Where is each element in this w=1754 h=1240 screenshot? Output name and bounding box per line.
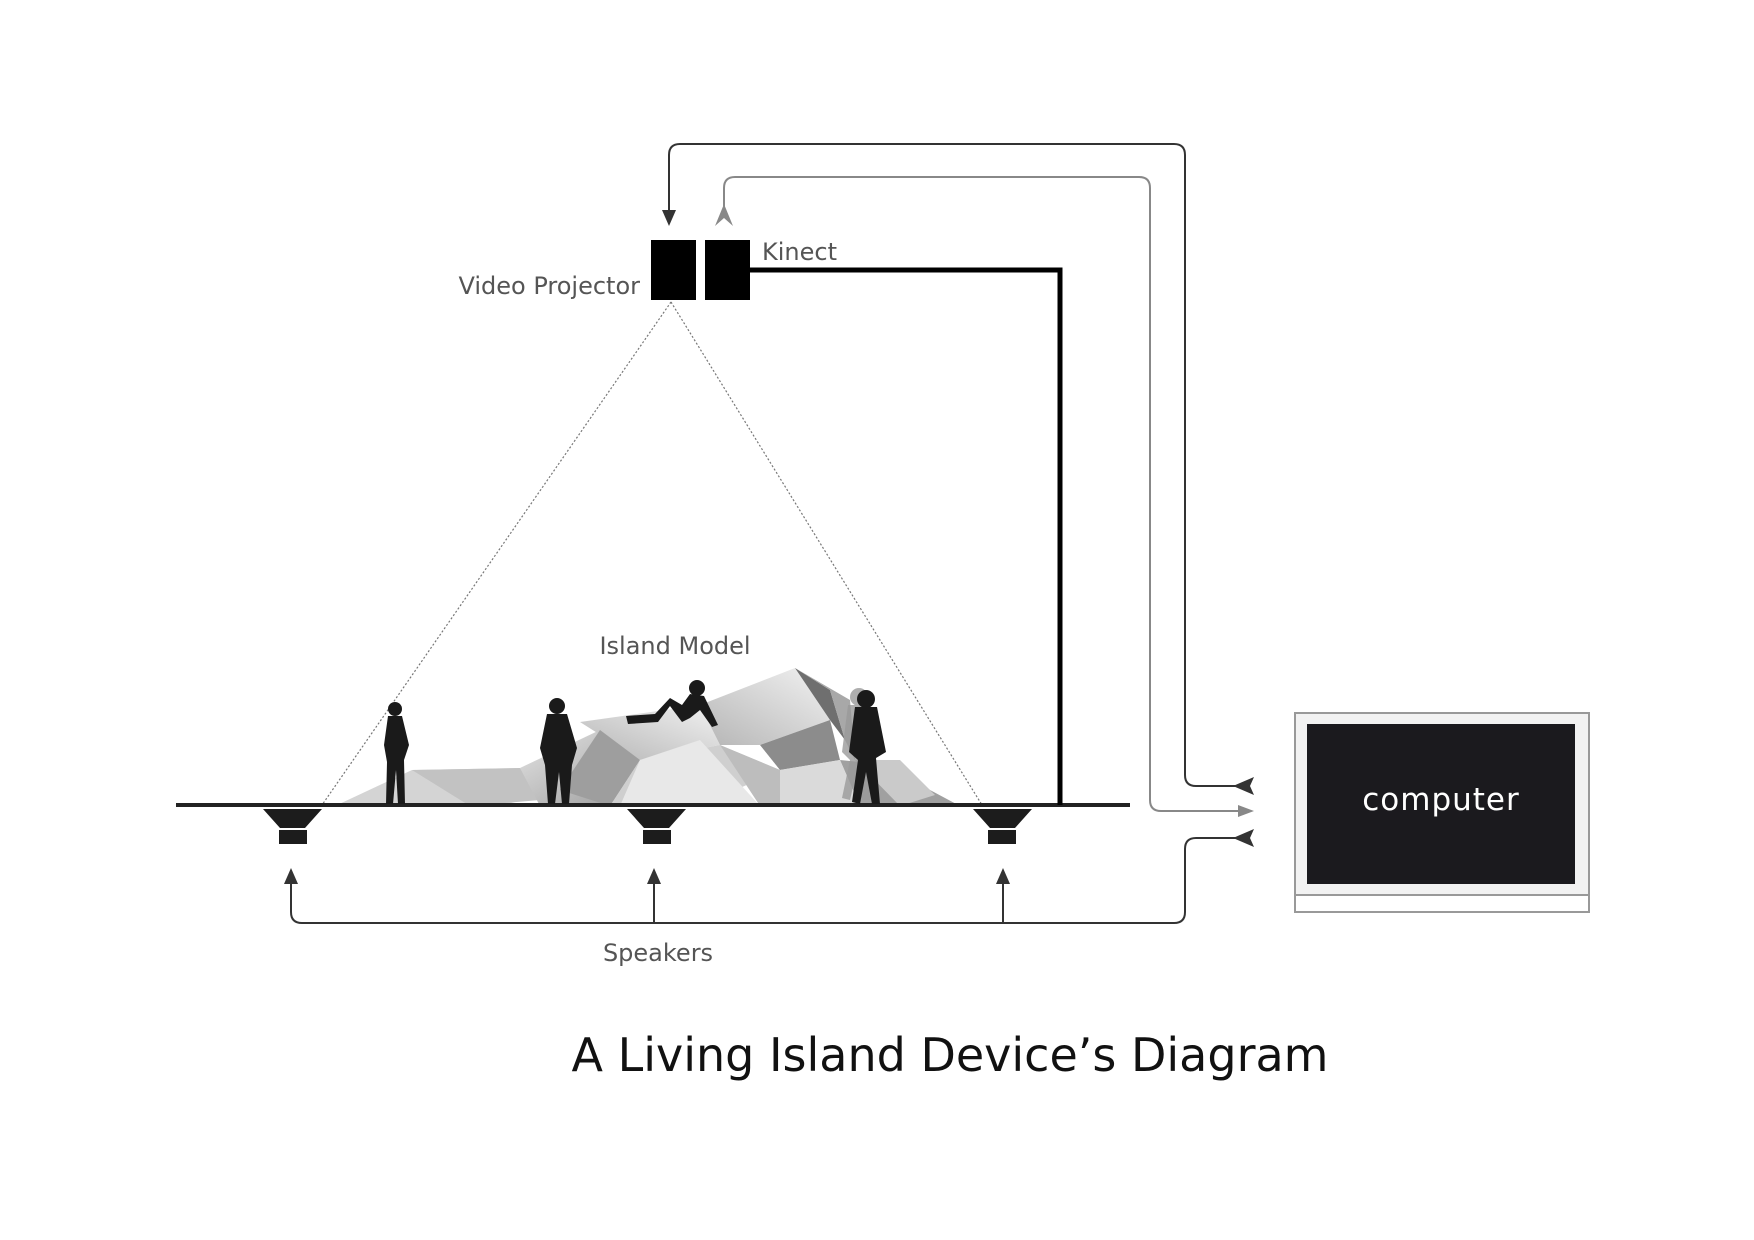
speaker-left	[263, 809, 322, 844]
video-projector-label: Video Projector	[458, 272, 640, 300]
speakers-label: Speakers	[603, 939, 713, 967]
computer-monitor: computer	[1294, 712, 1590, 913]
speaker-connector	[290, 837, 1250, 924]
projector-box-icon	[651, 240, 696, 300]
kinect-box-icon	[705, 240, 750, 300]
speaker-icon	[627, 809, 686, 844]
monitor-icon	[1294, 712, 1590, 913]
island-model-label: Island Model	[599, 632, 750, 660]
speaker-right	[973, 809, 1032, 844]
diagram-title: A Living Island Device’s Diagram	[572, 1028, 1329, 1082]
projector-signal-line	[662, 143, 1250, 787]
computer-label: computer	[1362, 782, 1520, 818]
person-silhouette-icon	[540, 698, 577, 804]
speaker-icon	[973, 809, 1032, 844]
projection-cone	[321, 301, 983, 806]
speaker-middle	[627, 809, 686, 844]
kinect-mount-pole	[750, 267, 1063, 805]
speaker-icon	[263, 809, 322, 844]
connector-caps	[1233, 777, 1254, 847]
kinect-label: Kinect	[762, 238, 837, 266]
kinect-signal-line	[715, 176, 1254, 817]
speaker-arrow-heads	[284, 868, 1010, 884]
person-silhouette-icon	[842, 688, 886, 804]
person-silhouette-icon	[626, 680, 718, 727]
person-silhouette-icon	[384, 702, 409, 804]
